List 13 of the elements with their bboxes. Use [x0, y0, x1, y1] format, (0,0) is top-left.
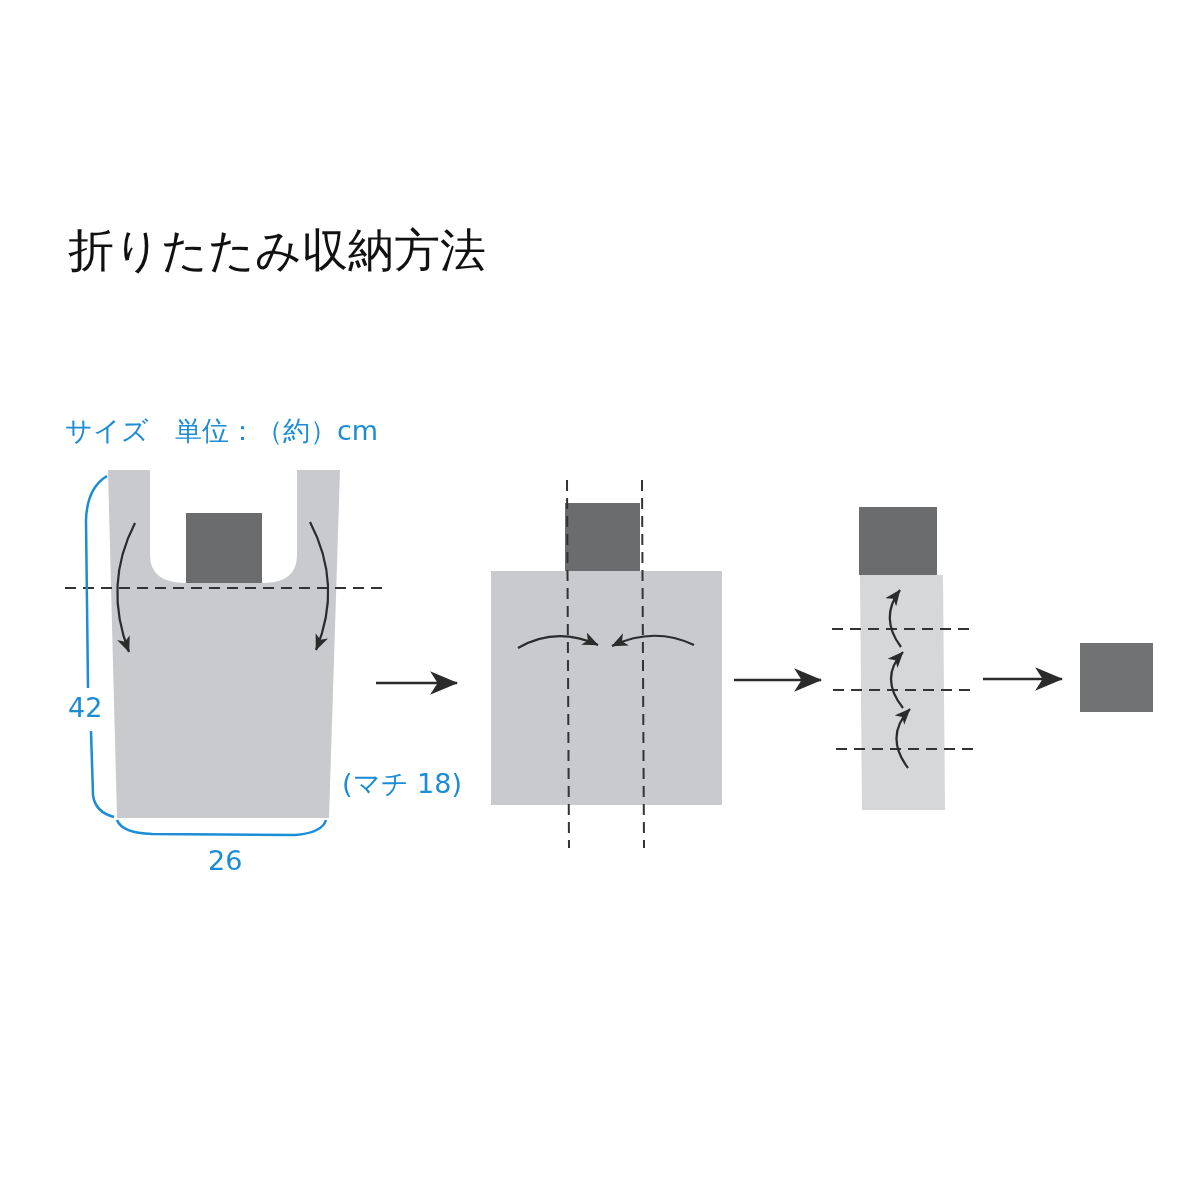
folded-pack-square — [1080, 643, 1153, 712]
arrow — [376, 671, 459, 695]
gusset-note: (マチ 18) — [342, 768, 462, 800]
folded-strip-drawing — [859, 507, 945, 810]
arrow — [983, 667, 1064, 691]
unit-note: 単位：（約）cm — [175, 415, 379, 447]
size-heading: サイズ — [65, 415, 149, 447]
dimension-label: 42 — [68, 692, 103, 724]
dimension-label: 26 — [208, 845, 243, 877]
arrow — [734, 668, 823, 692]
title: 折りたたみ収納方法 — [68, 224, 486, 277]
folded-bag-drawing — [491, 503, 722, 805]
tote-bag-drawing — [108, 470, 340, 818]
